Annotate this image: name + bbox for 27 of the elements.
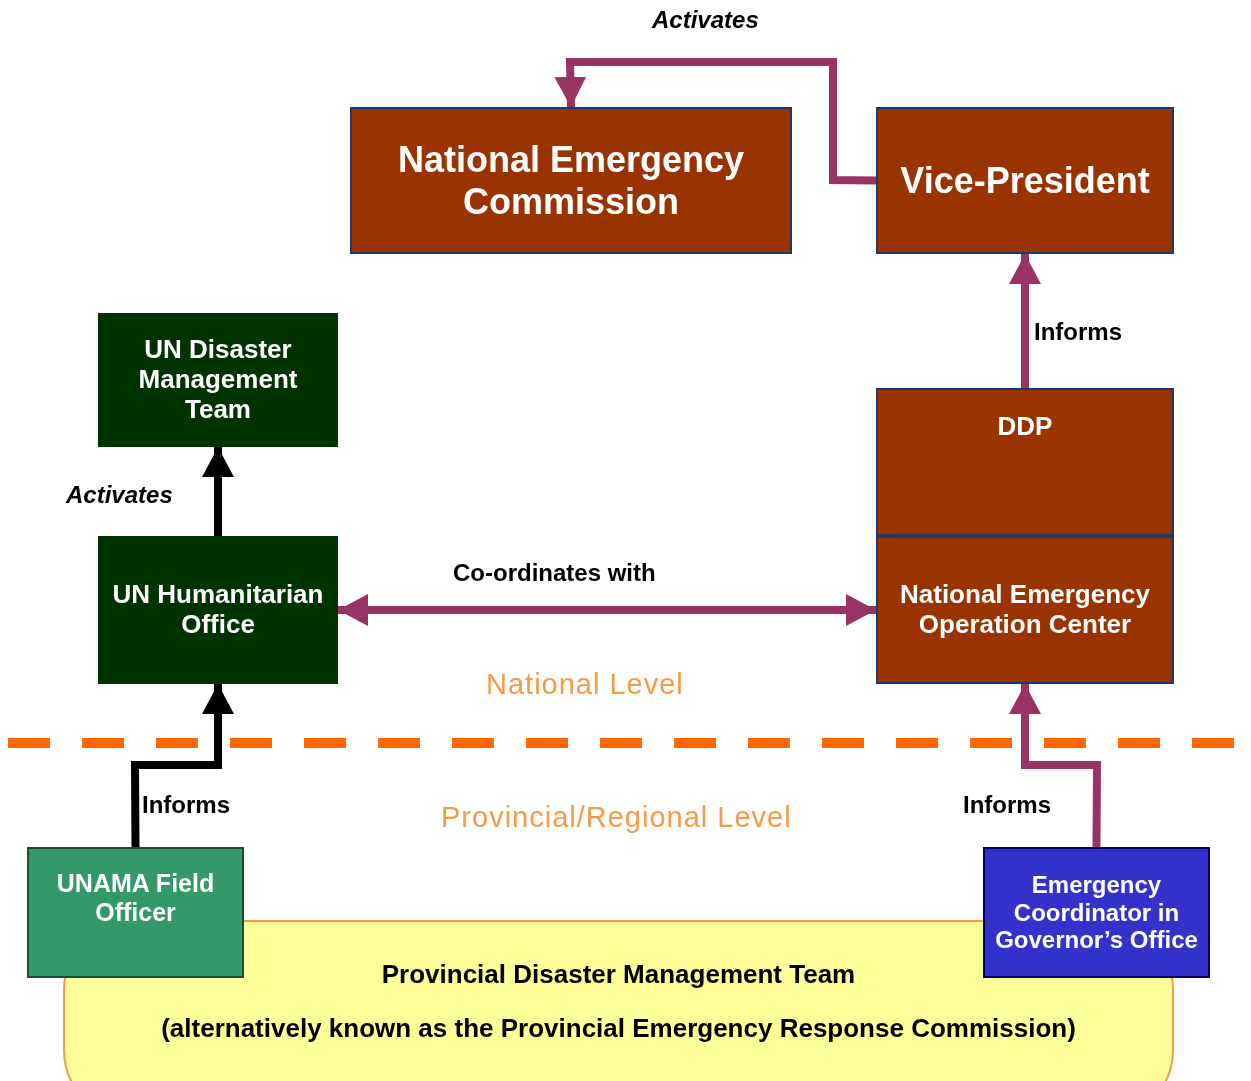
arrow: [554, 58, 877, 185]
arrow: [130, 684, 234, 848]
level-label: National Level: [486, 668, 684, 701]
node-text: UNAMA Field Officer: [55, 869, 216, 927]
process-box: [350, 107, 792, 254]
process-box: [98, 313, 338, 447]
process-box: [876, 536, 1174, 684]
node-text: DDP: [997, 412, 1053, 442]
arrow: [1009, 684, 1102, 848]
node-text: UN Disaster Management Team: [137, 335, 299, 425]
process-box: [983, 847, 1210, 978]
node-text: National Emergency Commission: [396, 139, 746, 222]
node-text: National Emergency Operation Center: [899, 580, 1151, 640]
edge-label: Informs: [141, 791, 231, 819]
arrow: [202, 447, 234, 536]
arrow: [1009, 254, 1041, 388]
process-box: [27, 847, 244, 978]
process-box: [876, 107, 1174, 254]
node-text: Vice-President: [900, 159, 1150, 202]
band-text: Provincial Disaster Management Team: [381, 960, 856, 990]
process-box: [876, 388, 1174, 536]
level-label: Provincial/Regional Level: [441, 801, 792, 834]
node-text: UN Humanitarian Office: [111, 580, 325, 640]
node-text: Emergency Coordinator in Governor’s Office: [995, 871, 1198, 954]
process-box: [98, 536, 338, 684]
band-text: (alternatively known as the Provincial Emergency Response Commission): [161, 1013, 1076, 1044]
arrow: [338, 594, 876, 626]
